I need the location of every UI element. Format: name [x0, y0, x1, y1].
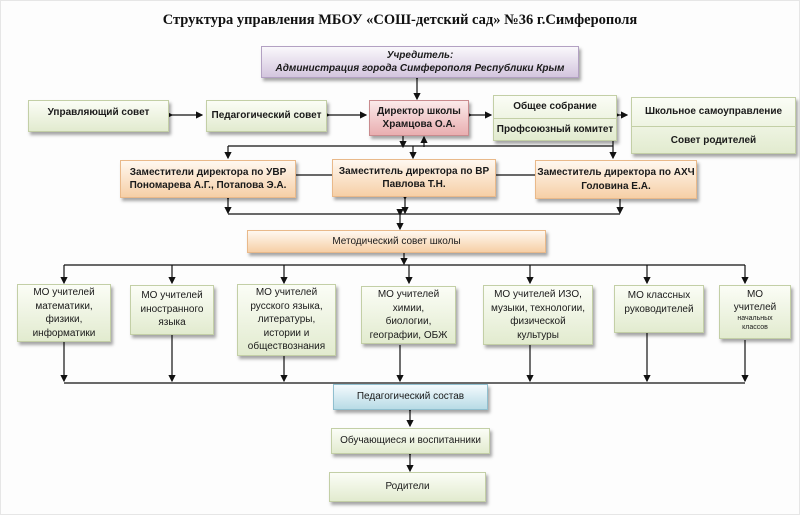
- governing-council-box: Управляющий совет: [28, 100, 169, 132]
- deputy-vr-box: Заместитель директора по ВР Павлова Т.Н.: [332, 159, 496, 197]
- deputy-uvr-names: Пономарева А.Г., Потапова Э.А.: [129, 180, 287, 191]
- mo-line: биологии,: [385, 316, 432, 327]
- methodical-council-box: Методический совет школы: [247, 230, 546, 253]
- governing-council-label: Управляющий совет: [47, 107, 150, 118]
- mo-line: географии, ОБЖ: [369, 329, 448, 341]
- mo-line: математики,: [35, 300, 93, 312]
- mo-line: физики,: [45, 314, 83, 325]
- selfgov-divider: [632, 126, 795, 127]
- mo-line: истории и: [263, 327, 310, 339]
- students-label: Обучающиеся и воспитанники: [340, 435, 481, 447]
- mo-line: культуры: [517, 329, 559, 341]
- general-meeting-label: Общее собрание: [513, 101, 597, 113]
- mo-line: МО учителей ИЗО,: [494, 289, 582, 300]
- mo-box-primary: МО учителей начальных классов: [719, 285, 791, 339]
- parents-council-label: Совет родителей: [670, 134, 757, 146]
- mo-line: литературы,: [257, 314, 316, 326]
- mo-line-small: начальных: [737, 315, 773, 322]
- students-box: Обучающиеся и воспитанники: [331, 428, 490, 454]
- pedagogical-council-box: Педагогический совет: [206, 100, 327, 132]
- mo-line: обществознания: [247, 341, 326, 353]
- teaching-staff-box: Педагогический состав: [333, 384, 488, 410]
- mo-line: МО учителей: [255, 287, 318, 299]
- parents-label: Родители: [385, 481, 430, 493]
- mo-box-science: МО учителей химии, биологии, географии, …: [361, 286, 456, 344]
- mo-line: музыки, технологии,: [490, 302, 586, 314]
- methodical-council-label: Методический совет школы: [332, 235, 461, 247]
- deputy-ahch-title: Заместитель директора по АХЧ: [537, 167, 695, 178]
- mo-line: МО учителей: [377, 289, 440, 300]
- mo-line: химии,: [392, 302, 425, 314]
- meeting-union-box: Общее собрание Профсоюзный комитет: [493, 95, 617, 141]
- founder-label: Учредитель:: [386, 49, 454, 61]
- mo-line: информатики: [32, 327, 96, 339]
- teaching-staff-label: Педагогический состав: [356, 391, 465, 403]
- mo-line: физической: [510, 316, 566, 327]
- mo-line: учителей: [733, 302, 777, 313]
- deputy-ahch-name: Головина Е.А.: [581, 180, 651, 192]
- mo-box-class-teachers: МО классных руководителей: [614, 285, 704, 333]
- mo-box-foreign: МО учителей иностранного языка: [130, 285, 214, 335]
- mo-line: МО учителей: [141, 290, 203, 301]
- deputy-ahch-box: Заместитель директора по АХЧ Головина Е.…: [535, 160, 697, 199]
- mo-line: МО: [746, 289, 764, 300]
- director-box: Директор школы Храмцова О.А.: [369, 100, 469, 136]
- page-title: Структура управления МБОУ «СОШ-детский с…: [162, 12, 638, 28]
- mo-line: руководителей: [624, 303, 694, 315]
- director-title: Директор школы: [377, 105, 461, 117]
- deputy-uvr-title: Заместители директора по УВР: [129, 166, 287, 178]
- parents-box: Родители: [329, 472, 486, 502]
- mo-box-math: МО учителей математики, физики, информат…: [17, 284, 111, 342]
- mo-box-russian: МО учителей русского языка, литературы, …: [237, 284, 336, 356]
- student-government-label: Школьное самоуправление: [644, 106, 783, 118]
- mo-line: иностранного: [140, 303, 204, 315]
- deputy-uvr-box: Заместители директора по УВР Пономарева …: [120, 160, 296, 198]
- meeting-divider: [494, 118, 616, 119]
- mo-line: русского языка,: [250, 300, 323, 312]
- trade-union-label: Профсоюзный комитет: [496, 124, 614, 136]
- founder-name: Администрация города Симферополя Республ…: [275, 63, 565, 74]
- mo-line: языка: [158, 317, 186, 328]
- director-name: Храмцова О.А.: [382, 119, 456, 130]
- mo-line-small: классов: [742, 324, 768, 332]
- mo-line: МО учителей: [33, 287, 95, 298]
- founder-box: Учредитель: Администрация города Симферо…: [261, 46, 579, 78]
- mo-box-arts: МО учителей ИЗО, музыки, технологии, физ…: [483, 285, 593, 345]
- selfgov-parents-box: Школьное самоуправление Совет родителей: [631, 97, 796, 154]
- pedagogical-council-label: Педагогический совет: [211, 110, 322, 122]
- mo-line: МО классных: [627, 290, 691, 301]
- deputy-vr-title: Заместитель директора по ВР: [338, 165, 490, 177]
- deputy-vr-name: Павлова Т.Н.: [382, 179, 446, 190]
